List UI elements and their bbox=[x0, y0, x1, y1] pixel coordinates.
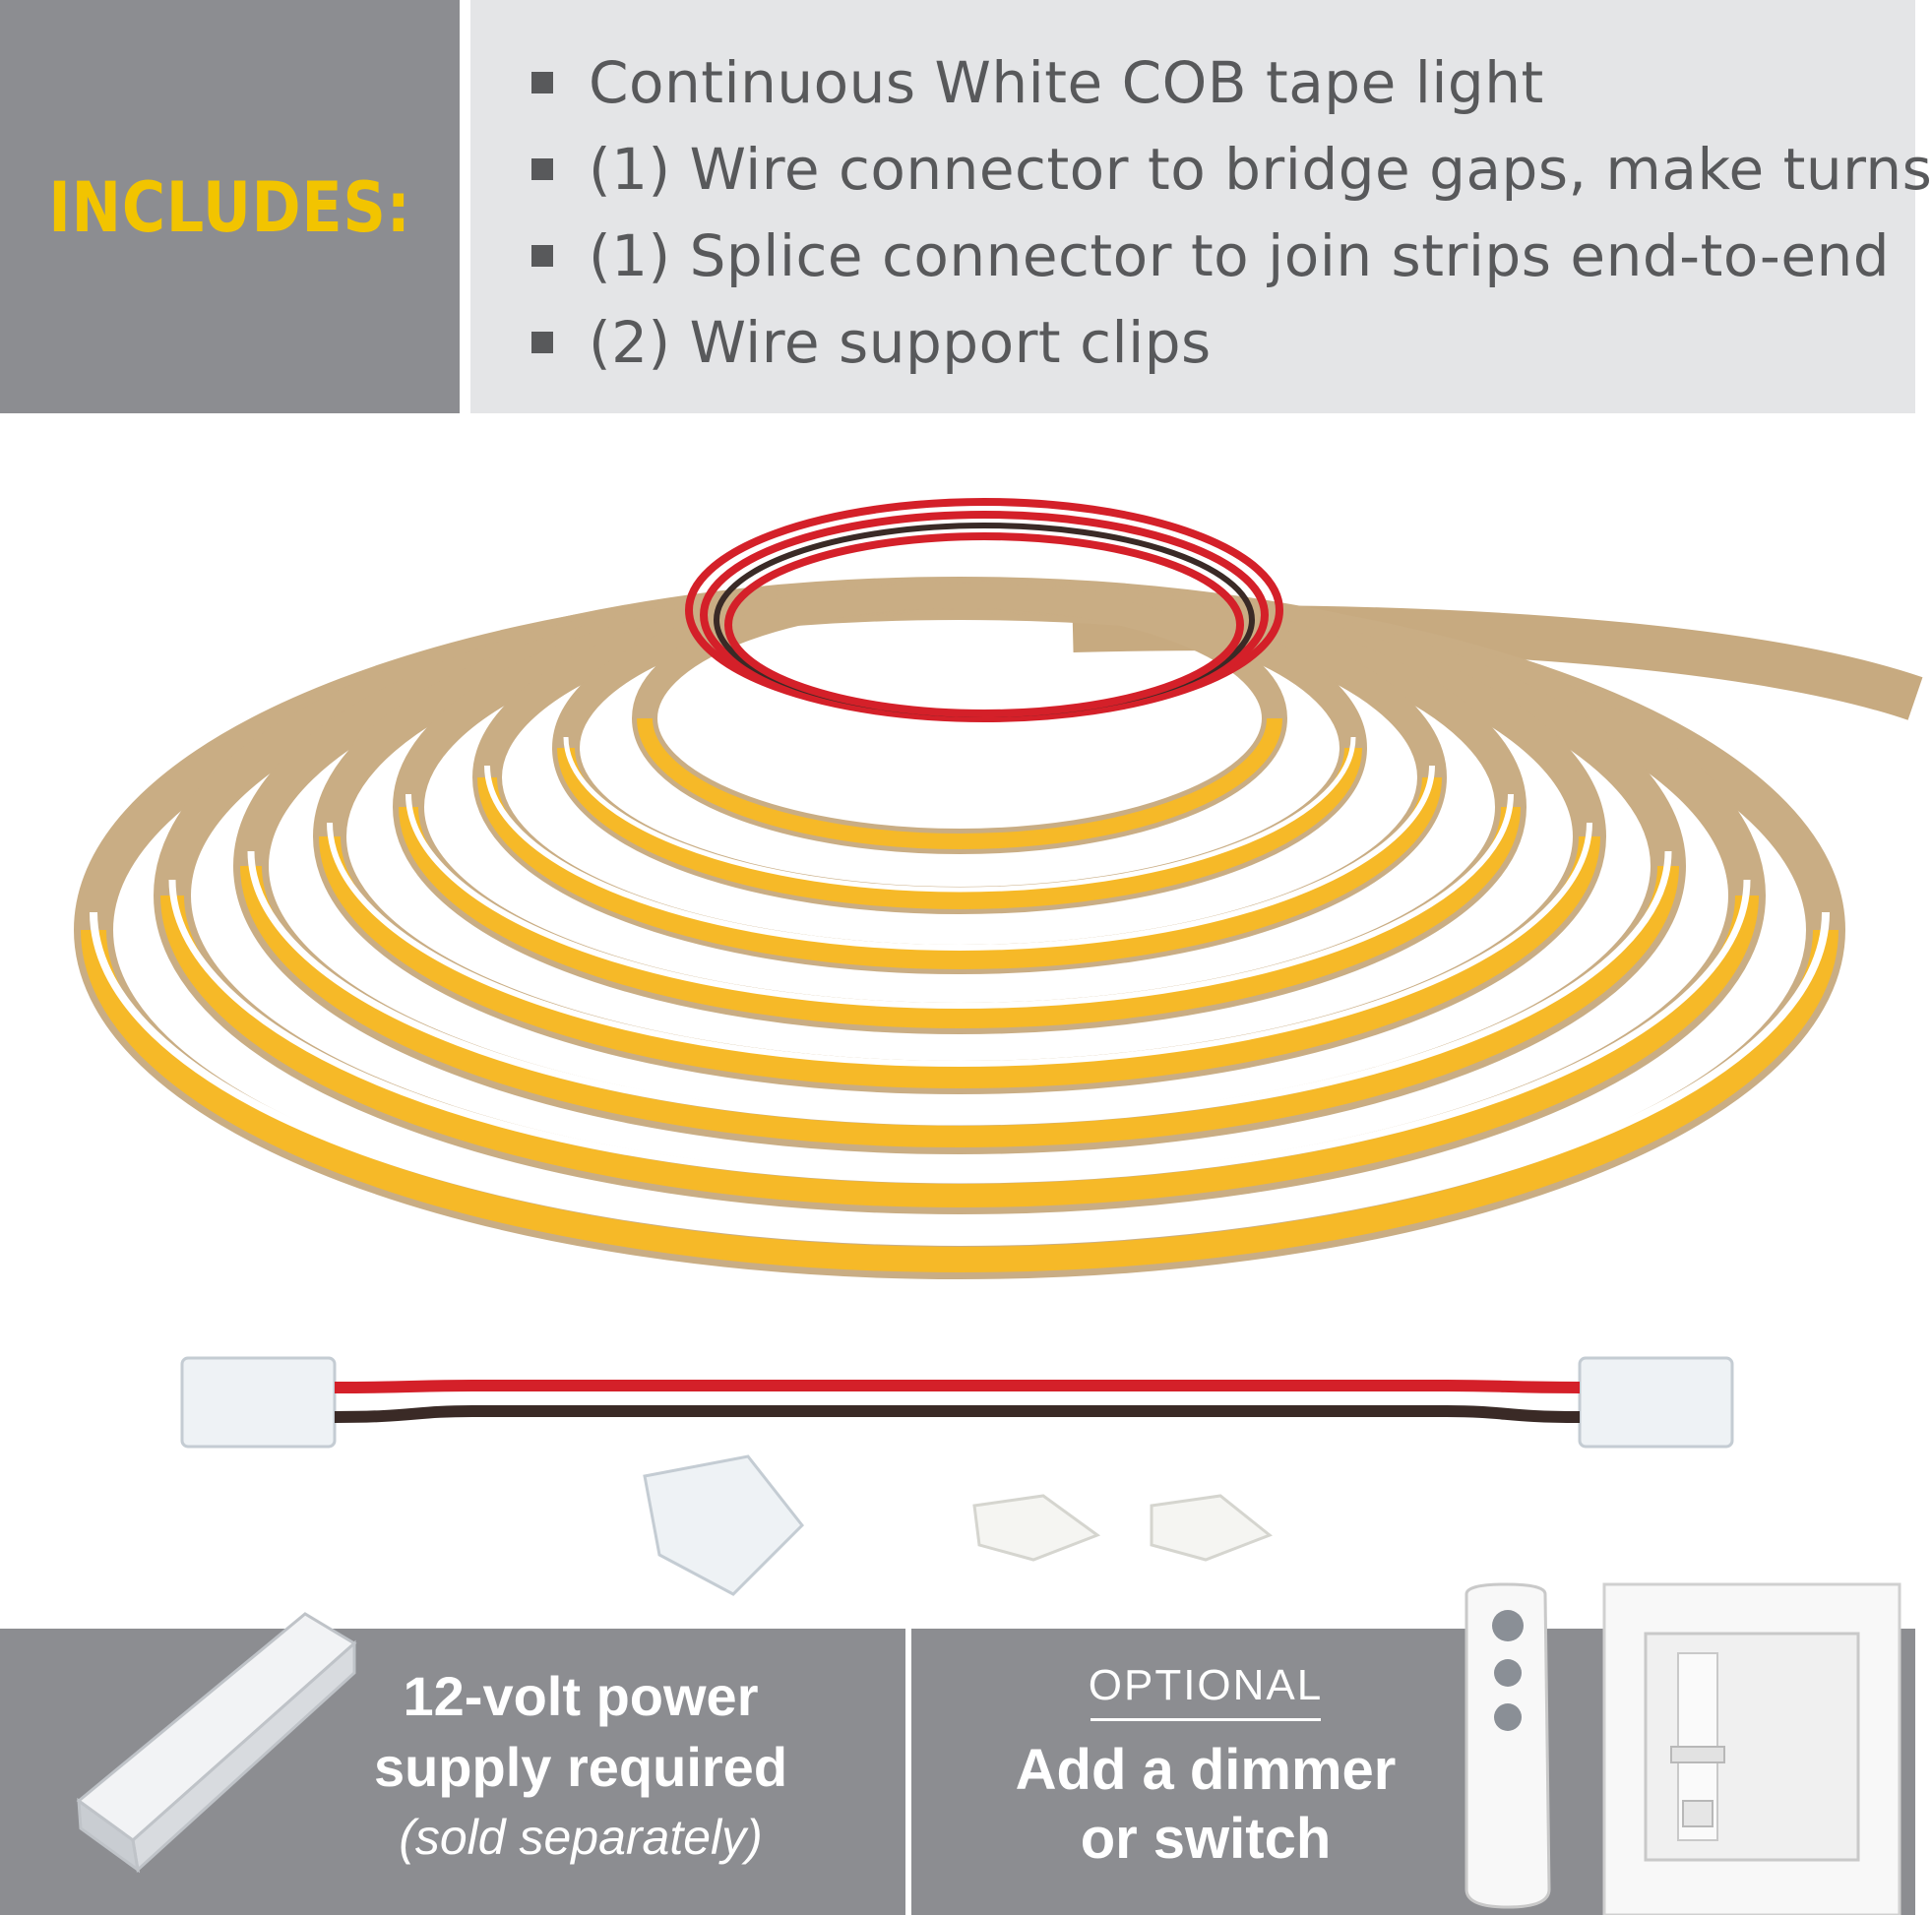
remote-control-icon bbox=[1465, 1582, 1551, 1909]
includes-panel bbox=[0, 0, 460, 413]
wall-dimmer-switch-icon bbox=[1602, 1582, 1901, 1915]
includes-list: Continuous White COB tape light (1) Wire… bbox=[531, 39, 1932, 386]
square-bullet-icon bbox=[531, 72, 553, 93]
includes-heading: INCLUDES: bbox=[48, 167, 411, 248]
square-bullet-icon bbox=[531, 245, 553, 267]
list-item: (1) Splice connector to join strips end-… bbox=[531, 213, 1932, 299]
dimmer-accessories bbox=[1465, 1582, 1901, 1915]
square-bullet-icon bbox=[531, 332, 553, 353]
list-item: (1) Wire connector to bridge gaps, make … bbox=[531, 126, 1932, 213]
product-photo bbox=[74, 498, 1923, 1596]
lead-wire-coil-icon bbox=[685, 498, 1283, 722]
power-supply-icon bbox=[76, 1612, 357, 1874]
list-item: Continuous White COB tape light bbox=[531, 39, 1932, 126]
list-item: (2) Wire support clips bbox=[531, 299, 1932, 386]
optional-label: OPTIONAL bbox=[1088, 1661, 1324, 1709]
includes-list-panel bbox=[470, 0, 1915, 413]
wire-connector-icon bbox=[180, 1356, 1734, 1449]
wire-support-clip-icon bbox=[972, 1494, 1273, 1562]
power-supply-title: 12-volt power supply required bbox=[373, 1665, 788, 1798]
tape-light-coil-icon bbox=[74, 577, 1923, 1279]
power-supply-subtitle: (sold separately) bbox=[399, 1810, 763, 1865]
optional-underline bbox=[1091, 1718, 1321, 1721]
splice-connector-icon bbox=[643, 1454, 805, 1596]
dimmer-title: Add a dimmer or switch bbox=[1015, 1738, 1397, 1871]
square-bullet-icon bbox=[531, 158, 553, 180]
